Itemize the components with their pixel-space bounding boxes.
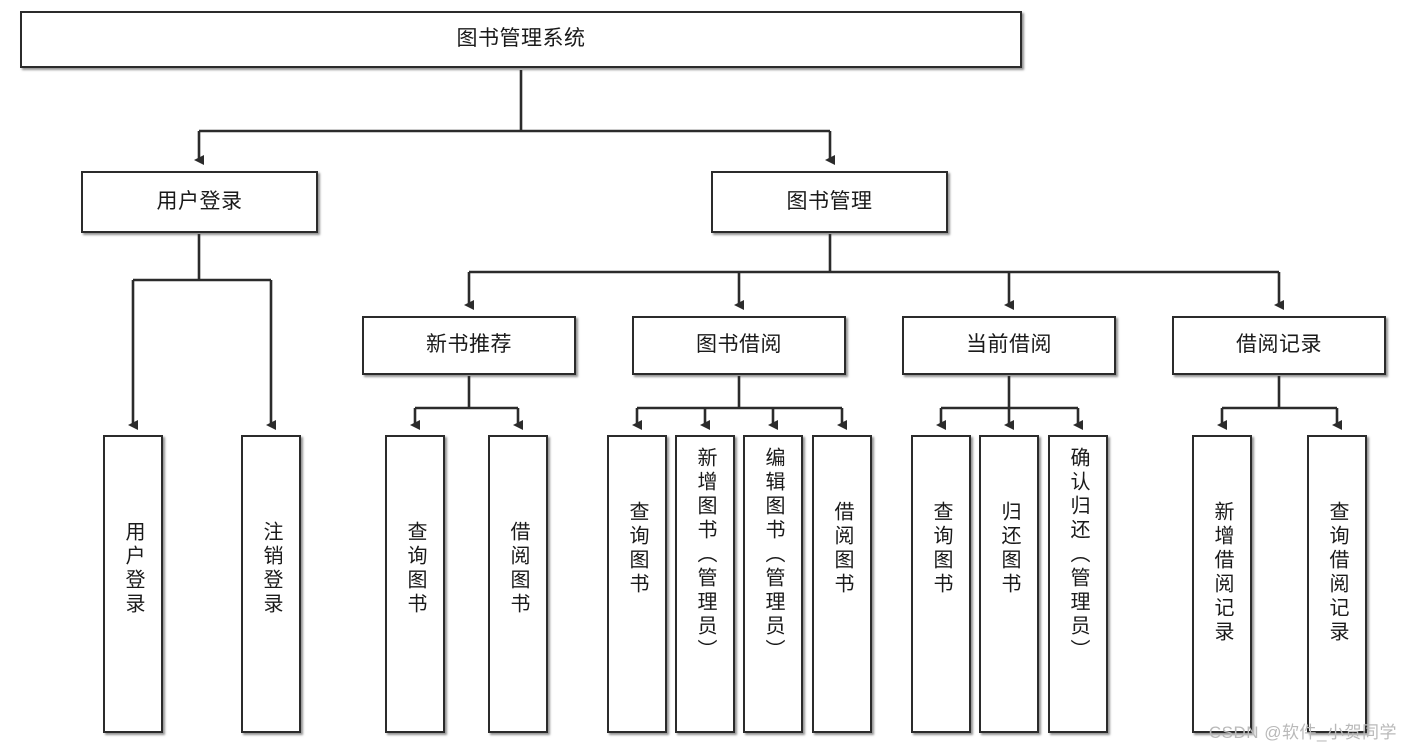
node-label: 图书管理 [786,189,873,213]
node-label: 查询图书 [626,501,648,597]
leaf-bookborrow-borrow-book[interactable]: 借阅图书 [812,435,872,733]
node-label: 借阅记录 [1236,333,1322,357]
node-label: 当前借阅 [966,333,1052,357]
node-root-system[interactable]: 图书管理系统 [20,11,1022,68]
node-label: 用户登录 [156,189,243,213]
node-label: 图书管理系统 [456,27,586,51]
leaf-currentborrow-return-book[interactable]: 归还图书 [979,435,1039,733]
node-label: 借阅图书 [507,521,529,617]
node-label: 新书推荐 [426,333,512,357]
node-label: 注销登录 [260,521,282,617]
leaf-bookborrow-edit-book[interactable]: 编辑图书（管理员） [743,435,803,733]
leaf-user-login-logout[interactable]: 注销登录 [241,435,301,733]
leaf-currentborrow-confirm-return[interactable]: 确认归还（管理员） [1048,435,1108,733]
node-label: 查询图书 [404,521,426,617]
node-book-borrow[interactable]: 图书借阅 [632,316,846,375]
node-label: 新增借阅记录 [1211,501,1233,645]
node-borrow-records[interactable]: 借阅记录 [1172,316,1386,375]
leaf-newbook-query-book[interactable]: 查询图书 [385,435,445,733]
node-label: 确认归还（管理员） [1067,447,1089,663]
leaf-user-login-login[interactable]: 用户登录 [103,435,163,733]
node-label: 归还图书 [998,501,1020,597]
node-label: 编辑图书（管理员） [762,447,784,663]
node-label: 借阅图书 [831,501,853,597]
node-book-management[interactable]: 图书管理 [711,171,948,233]
leaf-currentborrow-query-book[interactable]: 查询图书 [911,435,971,733]
node-current-borrow[interactable]: 当前借阅 [902,316,1116,375]
leaf-borrowrecords-query-record[interactable]: 查询借阅记录 [1307,435,1367,733]
node-new-book-recommend[interactable]: 新书推荐 [362,316,576,375]
leaf-bookborrow-add-book[interactable]: 新增图书（管理员） [675,435,735,733]
node-label: 新增图书（管理员） [694,447,716,663]
node-label: 图书借阅 [696,333,782,357]
node-label: 用户登录 [122,521,144,617]
node-label: 查询图书 [930,501,952,597]
leaf-bookborrow-query-book[interactable]: 查询图书 [607,435,667,733]
node-user-login[interactable]: 用户登录 [81,171,318,233]
watermark-text: CSDN @软件_小贺同学 [1208,723,1397,742]
node-label: 查询借阅记录 [1326,501,1348,645]
leaf-newbook-borrow-book[interactable]: 借阅图书 [488,435,548,733]
leaf-borrowrecords-add-record[interactable]: 新增借阅记录 [1192,435,1252,733]
